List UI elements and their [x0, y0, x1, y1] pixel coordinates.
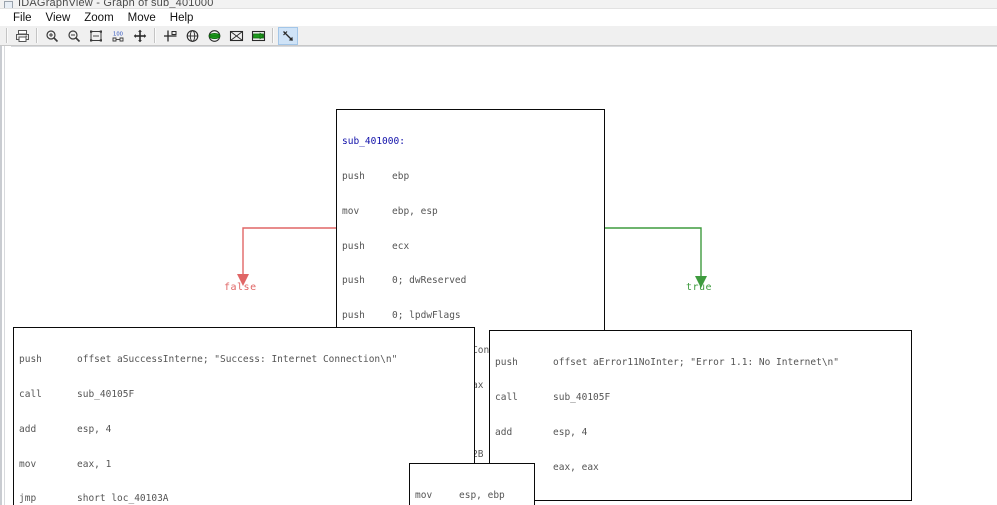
instruction-row: push ecx	[342, 241, 599, 253]
toolbar-zoom-out[interactable]	[64, 27, 84, 45]
instruction-row: mov esp, ebp	[415, 490, 529, 502]
toolbar-orthogonal-layout[interactable]	[226, 27, 246, 45]
menu-file[interactable]: File	[13, 11, 32, 24]
graph-canvas[interactable]: false true sub_401000: push ebp mov ebp, e…	[0, 46, 997, 505]
menu-view[interactable]: View	[45, 11, 71, 24]
mnemonic: push	[342, 240, 365, 252]
mnemonic: mov	[342, 205, 360, 217]
edge-label-false: false	[224, 282, 257, 293]
mnemonic: add	[495, 426, 513, 438]
window-title: IDAGraphView - Graph of sub_401000	[18, 0, 214, 9]
operands: eax, eax	[553, 461, 599, 473]
move-crosshair-icon	[133, 29, 147, 42]
print-icon	[15, 29, 29, 42]
zoom-in-icon	[46, 29, 59, 42]
operands: 0; lpdwFlags	[392, 310, 461, 322]
toolbar-separator	[154, 28, 156, 43]
fit-window-icon	[90, 30, 102, 41]
ida-window-icon	[4, 1, 13, 8]
instruction-row: mov eax, 1	[19, 459, 469, 471]
operands: ebp	[392, 170, 410, 182]
canvas-left-border-inner	[4, 46, 5, 505]
toolbar-separator	[6, 28, 8, 43]
operands: sub_40105F	[553, 391, 611, 403]
mnemonic: mov	[415, 490, 433, 502]
operands: ebp, esp	[392, 205, 438, 217]
toolbar-print[interactable]	[12, 27, 32, 45]
mnemonic: push	[342, 275, 365, 287]
canvas-top-border	[11, 46, 997, 47]
menu-move[interactable]: Move	[127, 11, 156, 24]
operands: esp, 4	[553, 426, 588, 438]
zoom-100-icon: 100	[112, 31, 124, 41]
toolbar-edge-mode[interactable]	[278, 26, 298, 45]
instruction-row: mov ebp, esp	[342, 206, 599, 218]
instruction-row: add esp, 4	[495, 427, 906, 439]
operands: 0; dwReserved	[392, 275, 467, 287]
instruction-row: xoreax, eax	[495, 462, 906, 474]
instruction-row: push 0; lpdwFlags	[342, 310, 599, 322]
basic-block-false[interactable]: push offset aSuccessInterne; "Success: In…	[13, 327, 475, 505]
layout-graph-icon	[163, 30, 176, 41]
toolbar-circle-layout[interactable]	[182, 27, 202, 45]
instruction-row: push offset aError11NoInter; "Error 1.1: …	[495, 357, 906, 369]
mnemonic: push	[495, 357, 518, 369]
block-label: sub_401000:	[342, 136, 405, 148]
menubar: File View Zoom Move Help	[0, 9, 997, 26]
instruction-row: call sub_40105F	[19, 389, 469, 401]
toolbar-zoom-100[interactable]: 100	[108, 27, 128, 45]
operands: esp, ebp	[459, 490, 505, 502]
basic-block-true[interactable]: push offset aError11NoInter; "Error 1.1: …	[489, 330, 912, 502]
node-green-icon	[208, 29, 220, 42]
svg-text:100: 100	[113, 31, 123, 37]
instruction-row: push ebp	[342, 171, 599, 183]
toolbar-separator	[272, 28, 274, 43]
operands: short loc_40103A	[77, 493, 169, 505]
operands: offset aSuccessInterne; "Success: Intern…	[77, 354, 398, 366]
mnemonic: push	[342, 170, 365, 182]
mnemonic: add	[19, 423, 37, 435]
operands: offset aError11NoInter; "Error 1.1: No I…	[553, 357, 839, 369]
instruction-row: push 0; dwReserved	[342, 275, 599, 287]
instruction-row: call sub_40105F	[495, 392, 906, 404]
menu-help[interactable]: Help	[169, 11, 194, 24]
toolbar-separator	[36, 28, 38, 43]
menu-zoom[interactable]: Zoom	[84, 11, 114, 24]
mnemonic: mov	[19, 458, 37, 470]
tree-layout-icon	[251, 30, 265, 41]
instruction-row: jmp short loc_40103A	[19, 493, 469, 505]
toolbar: 100	[0, 26, 997, 46]
operands: ecx	[392, 240, 410, 252]
toolbar-fit-window[interactable]	[86, 27, 106, 45]
zoom-out-icon	[68, 29, 81, 42]
edge-arrow-icon	[283, 30, 293, 41]
canvas-left-border	[0, 46, 2, 505]
toolbar-tree-layout[interactable]	[248, 27, 268, 45]
operands: eax, 1	[77, 458, 112, 470]
toolbar-move[interactable]	[130, 27, 150, 45]
mnemonic: push	[342, 310, 365, 322]
orthogonal-layout-icon	[229, 30, 243, 41]
instruction-row: push offset aSuccessInterne; "Success: In…	[19, 354, 469, 366]
mnemonic: jmp	[19, 493, 37, 505]
mnemonic: push	[19, 354, 42, 366]
circle-layout-icon	[186, 29, 198, 42]
window-titlebar: IDAGraphView - Graph of sub_401000	[0, 0, 997, 9]
mnemonic: call	[495, 391, 518, 403]
toolbar-layout-graph[interactable]	[160, 27, 180, 45]
operands: esp, 4	[77, 423, 112, 435]
edge-label-true: true	[686, 282, 713, 293]
instruction-row: add esp, 4	[19, 424, 469, 436]
toolbar-zoom-in[interactable]	[42, 27, 62, 45]
mnemonic: call	[19, 388, 42, 400]
toolbar-node-properties[interactable]	[204, 27, 224, 45]
operands: sub_40105F	[77, 388, 135, 400]
